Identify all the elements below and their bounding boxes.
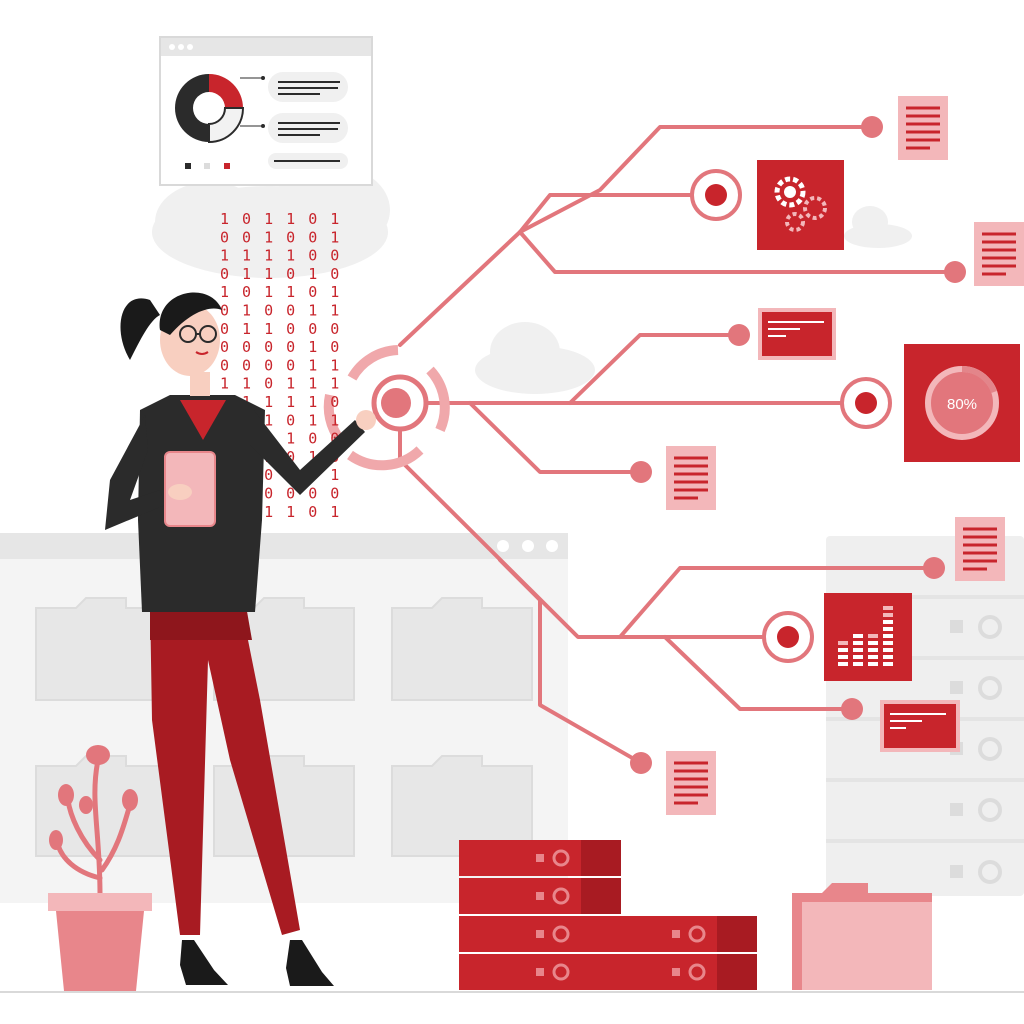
network-nodes — [630, 116, 966, 774]
document-icon — [955, 517, 1005, 581]
document-icon — [666, 446, 716, 510]
gears-icon — [757, 160, 844, 250]
binary-row: 1 1 1 1 0 0 — [220, 247, 341, 265]
network-target-nodes — [690, 169, 892, 663]
cloud-icon — [152, 165, 390, 278]
document-icon — [898, 96, 948, 160]
plant-icon — [48, 745, 152, 991]
document-icon — [974, 222, 1024, 286]
bar-chart-icon — [824, 593, 912, 681]
binary-row: 0 1 1 0 1 0 — [220, 265, 341, 283]
cloud-icon — [475, 322, 595, 394]
dashboard-window — [159, 36, 373, 186]
gauge-icon: 80% — [904, 344, 1020, 462]
binary-row: 1 1 0 1 1 1 — [220, 375, 341, 393]
binary-row: 0 0 0 0 1 0 — [220, 338, 341, 356]
text-card-icon — [758, 308, 836, 360]
document-icon — [666, 751, 716, 815]
binary-row: 0 0 1 0 0 1 — [220, 228, 341, 246]
folder-icon — [792, 883, 932, 990]
binary-row: 1 0 1 1 0 1 — [220, 283, 341, 301]
woman-figure — [105, 292, 376, 986]
donut-chart — [175, 74, 245, 144]
text-card-icon — [880, 700, 960, 752]
binary-row: 1 0 1 1 0 1 — [220, 210, 341, 228]
cloud-icon — [844, 206, 912, 248]
binary-row: 0 1 0 0 1 1 — [220, 302, 341, 320]
gauge-percent-label: 80% — [947, 396, 977, 413]
central-hub — [323, 345, 450, 471]
binary-row: 0 0 0 0 1 1 — [220, 356, 341, 374]
binary-row: 0 1 1 0 0 0 — [220, 320, 341, 338]
server-stack — [459, 840, 757, 990]
